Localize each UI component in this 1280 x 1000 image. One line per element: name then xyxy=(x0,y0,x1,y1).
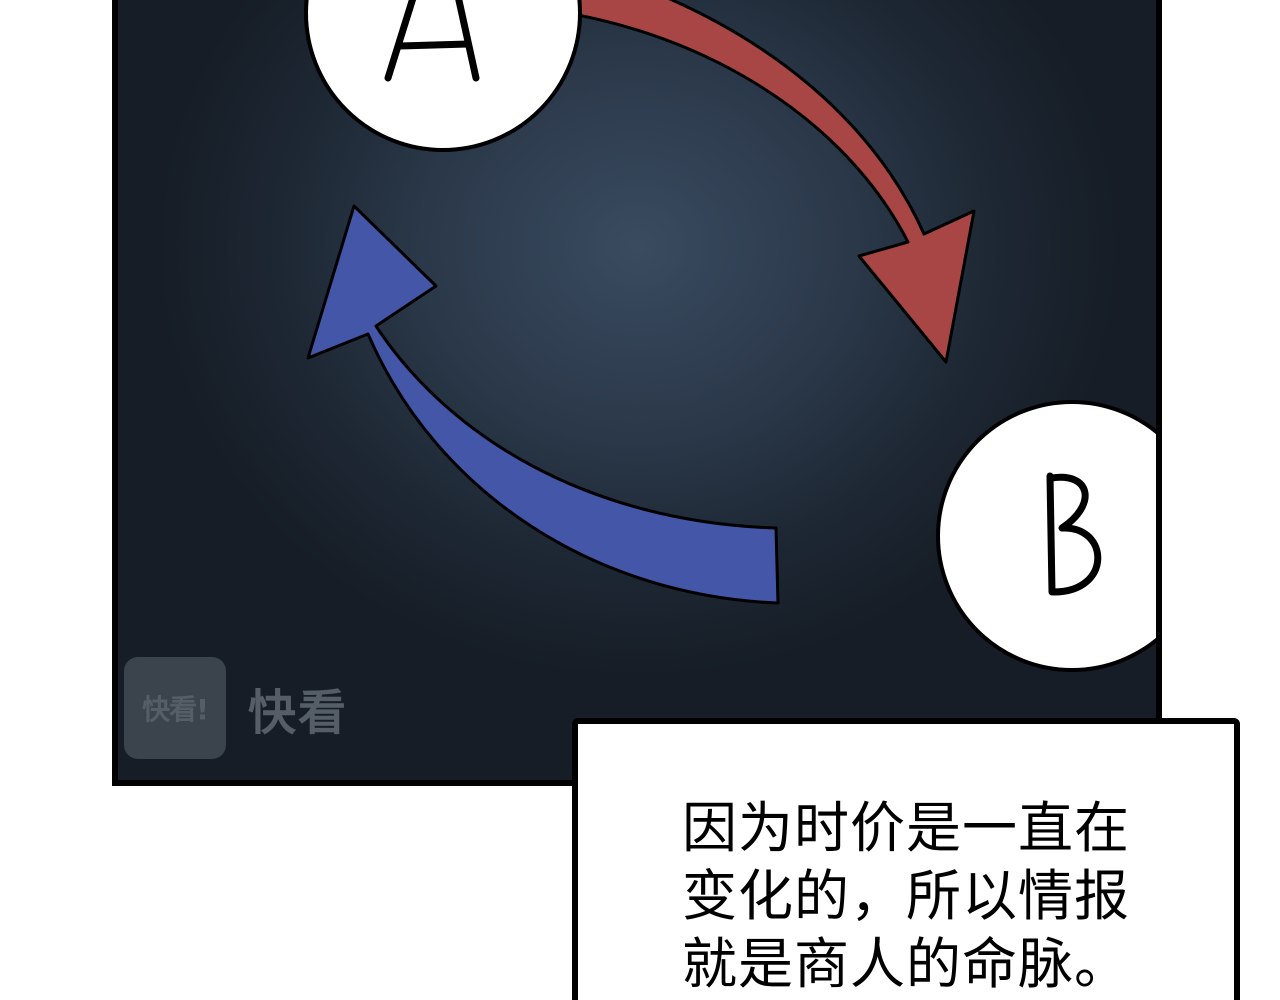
caption-box: 因为时价是一直在 变化的，所以情报 就是商人的命脉。 xyxy=(572,718,1240,1000)
arrow-b-to-a xyxy=(306,204,780,605)
caption-line-2: 变化的，所以情报 xyxy=(682,864,1131,928)
node-a-glyph xyxy=(384,0,480,82)
node-b-circle: B xyxy=(936,400,1156,672)
watermark-logo: 快看! xyxy=(124,657,226,759)
arrow-a-to-b xyxy=(508,0,976,364)
caption-line-3: 就是商人的命脉。 xyxy=(682,932,1131,996)
watermark-text: 快看 xyxy=(248,685,349,741)
node-a-circle: A xyxy=(304,0,582,152)
caption-line-1: 因为时价是一直在 xyxy=(682,796,1131,860)
watermark-logo-text: 快看! xyxy=(142,693,209,726)
caption-text: 因为时价是一直在 变化的，所以情报 就是商人的命脉。 xyxy=(682,794,1162,998)
arrows-layer xyxy=(306,0,976,605)
node-b-glyph xyxy=(1046,472,1102,596)
diagram-panel: A B xyxy=(112,0,1162,786)
watermark: 快看! 快看 xyxy=(124,657,348,759)
